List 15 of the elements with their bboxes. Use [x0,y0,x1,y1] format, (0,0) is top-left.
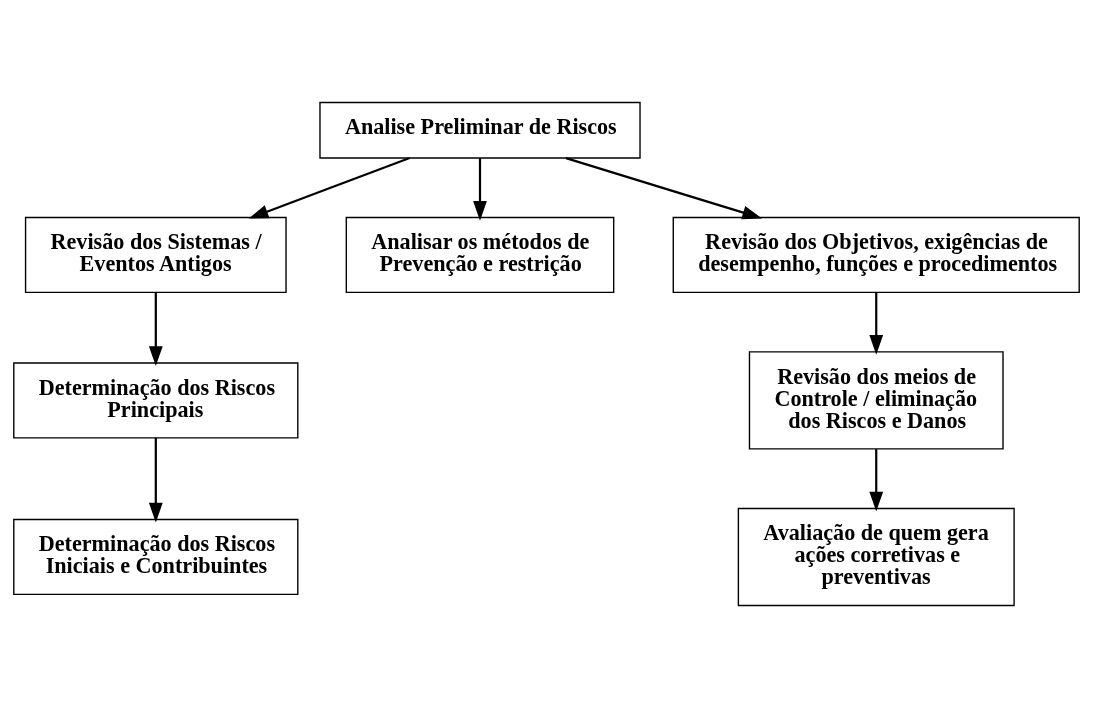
arrow [148,292,163,366]
node-box: Revisão dos Objetivos, exigências de desempenho, funções e procedimentos [672,216,1080,293]
node-box: Revisão dos meios de Controle / eliminação dos Riscos e Danos [748,350,1004,450]
arrow [869,448,884,511]
arrow [248,156,411,219]
arrow [565,156,763,219]
arrow [473,157,487,221]
node-box: Avaliação de quem gera ações corretivas e preventivas [737,507,1015,606]
node-box: Analise Preliminar de Riscos [319,101,641,159]
arrow [869,292,884,355]
node-box: Determinação dos Riscos Iniciais e Contribuintes [13,518,299,595]
node-box: Revisão dos Sistemas / Eventos Antigos [24,216,287,293]
node-box: Analisar os métodos de Prevenção e restrição [345,216,615,293]
arrow [148,437,163,523]
node-box: Determinação dos Riscos Principais [13,361,299,438]
